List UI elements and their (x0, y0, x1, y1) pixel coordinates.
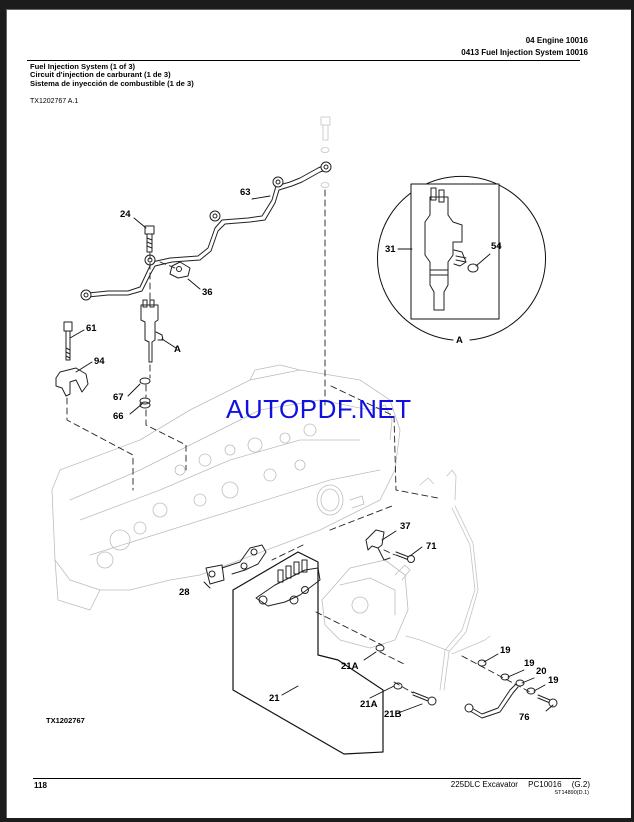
callout-21A-lower: 21A (360, 699, 378, 710)
callout-94: 94 (94, 356, 105, 367)
header-divider (27, 60, 580, 61)
callout-61: 61 (86, 323, 97, 334)
callout-20: 20 (536, 666, 547, 677)
callout-66: 66 (113, 411, 124, 422)
bracket-37 (365, 529, 391, 561)
footer-catalog: PC10016 (528, 780, 562, 789)
injector-main (140, 299, 164, 363)
callout-21B: 21B (384, 709, 402, 720)
bolt-24 (144, 225, 155, 253)
detail-injector-31 (424, 187, 479, 311)
watermark: AUTOPDF.NET (226, 394, 412, 424)
page-title: Fuel Injection System (1 of 3) Circuit d… (30, 62, 194, 88)
callout-A-detail: A (456, 335, 463, 346)
bracket-28 (205, 544, 267, 585)
figure-code: TX1202767 (46, 716, 85, 725)
bolt-76 (537, 694, 558, 708)
callout-36: 36 (202, 287, 213, 298)
footer-revision: (G.2) (571, 780, 590, 789)
callout-19-c: 19 (548, 675, 559, 686)
injection-pump-ghost (321, 559, 411, 649)
washer-66 (139, 397, 151, 409)
seal-67 (139, 377, 151, 385)
title-french: Circuit d'injection de carburant (1 de 3… (30, 70, 171, 80)
assembly-dashed-lines (66, 189, 531, 694)
return-line-ghost (405, 469, 491, 691)
fuel-line-76 (464, 683, 519, 719)
detail-view-A (377, 176, 546, 341)
callout-19-b: 19 (524, 658, 535, 669)
washer-19-a (477, 659, 487, 667)
callout-67: 67 (113, 392, 124, 403)
callout-37: 37 (400, 521, 411, 532)
washer-20 (515, 679, 525, 687)
callout-31: 31 (385, 244, 396, 255)
callout-21: 21 (269, 693, 280, 704)
footer-divider (33, 778, 581, 779)
callout-28: 28 (179, 587, 190, 598)
callout-63: 63 (240, 187, 251, 198)
leader-lines (69, 195, 554, 714)
callout-76: 76 (519, 712, 530, 723)
title-spanish: Sistema de inyección de combustible (1 d… (30, 78, 194, 88)
callout-21A-upper: 21A (341, 661, 359, 672)
callout-71: 71 (426, 541, 437, 552)
title-english: Fuel Injection System (1 of 3) (30, 62, 136, 71)
clamp-36 (169, 261, 191, 279)
washer-21A-upper (375, 644, 385, 652)
cylinder-head-ghost (51, 364, 401, 611)
header-subsection: 0413 Fuel Injection System 10016 (461, 48, 588, 57)
washer-19-c (526, 687, 536, 695)
clamp-94 (55, 367, 89, 397)
callout-19-a: 19 (500, 645, 511, 656)
assembly-21-boundary (232, 551, 384, 755)
bolt-71 (395, 551, 415, 563)
header-section: 04 Engine 10016 (525, 36, 588, 45)
bolt-61 (63, 321, 73, 361)
callout-24: 24 (120, 209, 131, 220)
callout-A-main: A (174, 344, 181, 355)
ghost-bolt-top (320, 116, 331, 188)
page-number: 118 (34, 781, 47, 790)
figure-reference: TX1202767 A.1 (30, 98, 79, 105)
catalog-page (6, 9, 631, 818)
fuel-line-63 (80, 161, 332, 301)
footer-model: 225DLC Excavator (450, 780, 518, 789)
pump-manifold-21 (255, 559, 321, 607)
footer-code: ST14890(D.1) (554, 790, 589, 796)
footer-info: 225DLC Excavator PC10016 (G.2) (443, 780, 590, 789)
bolt-21B (412, 691, 437, 706)
callout-54: 54 (491, 241, 502, 252)
